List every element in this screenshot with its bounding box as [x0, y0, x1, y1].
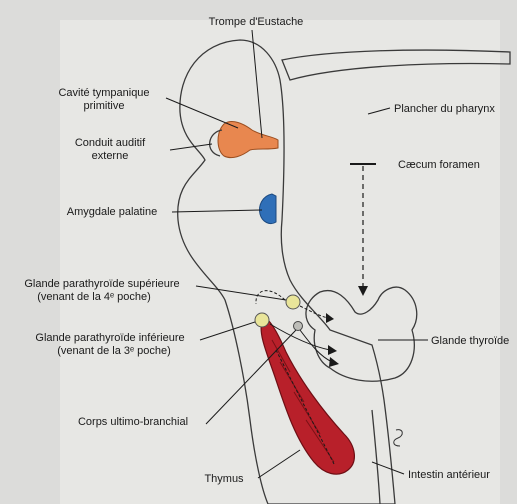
leader-para-sup [195, 285, 287, 301]
leader-intestin [371, 461, 405, 475]
label-amygdale-palatine: Amygdale palatine [67, 206, 158, 218]
label-parathyroide-sup-origin: (venant de la 4ᵉ poche) [37, 291, 151, 303]
label-corps-ultimo-branchial: Corps ultimo-branchial [78, 416, 188, 428]
foregut-squiggle [393, 429, 403, 447]
label-conduit-auditif: Conduit auditif [75, 137, 146, 149]
thyroid-descent-arrowhead [358, 286, 368, 296]
label-intestin-anterieur: Intestin antérieur [408, 469, 490, 481]
label-thymus: Thymus [204, 473, 244, 485]
ultimobranchial-body [293, 321, 303, 331]
label-caecum-foramen: Cæcum foramen [398, 159, 480, 171]
inferior-parathyroid-arrow [269, 323, 331, 351]
label-parathyroide-inf-origin: (venant de la 3ᵉ poche) [57, 345, 171, 357]
thymus-migration-line [275, 349, 335, 465]
inferior-parathyroid-arrowhead [328, 345, 337, 355]
leader-corps [205, 329, 297, 425]
leader-amygdale [171, 209, 263, 213]
leader-cavite [165, 97, 239, 129]
superior-parathyroid-arrowhead [326, 313, 334, 323]
palatine-tonsil [259, 193, 277, 225]
superior-parathyroid-arrow [299, 305, 329, 319]
page-lighter-area [60, 20, 500, 504]
label-plancher-pharynx: Plancher du pharynx [394, 103, 495, 115]
leader-para-inf [199, 321, 256, 341]
label-cavite-tympanique: Cavité tympanique [58, 87, 149, 99]
label-conduit-externe: externe [92, 150, 129, 162]
upper-dashed-curve [255, 290, 286, 305]
foregut-inner-line [371, 409, 381, 504]
ultimobranchial-arrowhead [329, 357, 339, 367]
pharynx-floor [281, 49, 511, 81]
ultimobranchial-arrow [299, 329, 333, 363]
external-ear-canal [209, 129, 223, 157]
superior-parathyroid [285, 294, 301, 310]
thyroid-gland [305, 286, 418, 382]
tympanic-cavity [217, 121, 279, 159]
label-parathyroide-inf: Glande parathyroïde inférieure [35, 332, 184, 344]
thymus-gland [260, 319, 355, 475]
leader-trompe [251, 29, 263, 139]
inferior-parathyroid [254, 312, 270, 328]
label-parathyroide-sup: Glande parathyroïde supérieure [24, 278, 179, 290]
label-cavite-primitive: primitive [84, 100, 125, 112]
leader-thymus [257, 449, 301, 479]
leader-conduit [169, 143, 213, 151]
leader-plancher [367, 107, 391, 115]
label-glande-thyroide: Glande thyroïde [431, 335, 509, 347]
label-trompe-eustache: Trompe d'Eustache [209, 16, 304, 28]
